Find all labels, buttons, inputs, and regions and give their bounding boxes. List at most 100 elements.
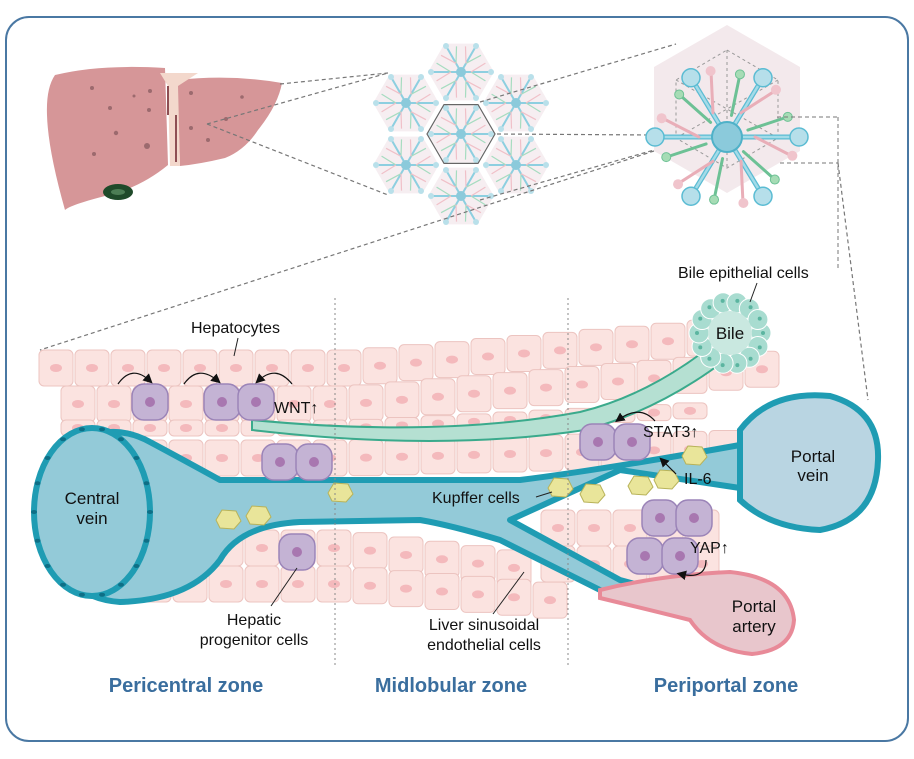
portal-vein xyxy=(737,392,882,534)
hepatocyte-nucleus xyxy=(648,408,660,417)
mini-portal-node xyxy=(443,43,449,50)
mini-portal-node xyxy=(473,94,479,101)
mini-portal-node xyxy=(433,162,439,168)
mini-portal-node xyxy=(488,69,494,75)
mini-artery-branch xyxy=(470,186,486,197)
zone-title-midlobular: Midlobular zone xyxy=(375,675,527,697)
mini-bile-branch xyxy=(464,204,467,222)
mini-bile-branch xyxy=(440,142,457,152)
mini-artery-branch xyxy=(415,155,431,166)
bile-epithelial-nucleus xyxy=(735,298,740,303)
endothelial-nucleus xyxy=(133,456,140,461)
mini-bile-branch xyxy=(381,93,397,104)
mini-portal-node xyxy=(498,74,504,81)
mini-central-vein xyxy=(511,160,521,170)
mini-artery-branch xyxy=(491,102,507,113)
label-hepatic-progenitor-1: Hepatic xyxy=(227,612,281,629)
label-lsec-2: endothelial cells xyxy=(427,637,541,654)
mini-artery-branch xyxy=(470,62,486,73)
mini-bile-branch xyxy=(519,111,522,129)
zoom-lines-1 xyxy=(206,72,389,196)
il6-arrow xyxy=(659,457,677,475)
mini-bile-branch xyxy=(436,124,452,135)
mini-central-vein xyxy=(456,129,466,139)
stat3-arrow xyxy=(615,411,656,423)
mini-artery-branch xyxy=(410,173,427,183)
mini-portal-node xyxy=(428,131,434,137)
mini-bile-branch xyxy=(470,133,486,144)
mini-bile-branch xyxy=(455,108,458,126)
progenitor-nucleus xyxy=(593,437,603,447)
hepatocyte-nucleus xyxy=(648,374,660,383)
mini-portal-node xyxy=(488,131,494,137)
mini-bile-branch xyxy=(455,46,458,64)
mini-bile-branch xyxy=(510,77,513,95)
label-bile-epithelial: Bile epithelial cells xyxy=(678,265,809,282)
hepatocyte-nucleus xyxy=(504,449,516,458)
mini-artery-branch xyxy=(436,133,452,144)
hepatocyte-nucleus xyxy=(256,544,268,552)
progenitor-nucleus xyxy=(655,513,665,523)
liver-ligament xyxy=(160,73,198,166)
hepatocyte-nucleus xyxy=(518,349,530,358)
kupffer-cell xyxy=(547,477,574,498)
mini-bile-branch xyxy=(385,111,402,121)
hepatic-artery-branch xyxy=(753,135,792,157)
hepatocyte-nucleus xyxy=(756,365,768,374)
mini-portal-node xyxy=(498,125,504,132)
mini-portal-node xyxy=(473,105,479,112)
mini-portal-node xyxy=(428,193,434,199)
mini-bile-branch xyxy=(470,195,486,206)
bile-duct-branch xyxy=(679,94,713,124)
label-wnt: WNT↑ xyxy=(274,400,318,417)
mini-artery-branch xyxy=(519,139,522,157)
mini-portal-node xyxy=(443,218,449,225)
portal-triad-artery xyxy=(656,113,667,124)
hepatocyte-nucleus xyxy=(590,343,602,352)
bile-epithelial-nucleus xyxy=(761,331,765,335)
tissue-section: Bile xyxy=(31,292,882,657)
progenitor-nucleus xyxy=(217,397,227,407)
mini-portal-node xyxy=(388,74,394,81)
hepatocyte-nucleus xyxy=(662,337,674,346)
hepatocyte-nucleus xyxy=(180,424,192,432)
hepatocyte-nucleus xyxy=(436,587,448,596)
bile-epithelial-nucleus xyxy=(748,305,753,310)
hepatocyte-nucleus xyxy=(552,524,564,532)
mini-portal-node xyxy=(473,43,479,50)
mini-portal-node xyxy=(543,100,549,106)
hepatocyte-nucleus xyxy=(50,364,62,372)
hepatocyte-nucleus xyxy=(468,389,480,398)
hepatocyte-nucleus xyxy=(72,400,84,408)
mini-artery-branch xyxy=(400,173,403,191)
mini-bile-branch xyxy=(510,139,513,157)
progenitor-nucleus xyxy=(145,397,155,407)
portal-triad-bile-duct xyxy=(661,152,672,163)
portal-triad-vein xyxy=(645,127,665,147)
mini-portal-node xyxy=(373,100,379,106)
kupffer-cell xyxy=(653,469,680,490)
mini-bile-branch xyxy=(410,147,427,157)
portal-triad-vein xyxy=(681,68,701,88)
hepatocyte-nucleus xyxy=(508,593,520,602)
mini-artery-branch xyxy=(455,80,458,98)
hepatocyte-nucleus xyxy=(436,555,448,564)
hepatocyte-nucleus xyxy=(288,400,300,408)
hepatocyte-nucleus xyxy=(328,580,340,588)
liver-right-lobe xyxy=(46,66,168,210)
mini-portal-node xyxy=(488,193,494,199)
mini-artery-branch xyxy=(436,71,452,82)
mini-bile-branch xyxy=(465,178,482,188)
portal-triad-artery xyxy=(705,66,716,77)
hepatic-artery-branch xyxy=(709,71,715,115)
portal-triad-vein xyxy=(789,127,809,147)
zone-title-periportal: Periportal zone xyxy=(654,675,798,697)
mini-artery-branch xyxy=(385,147,402,157)
hepatocyte-nucleus xyxy=(576,380,588,389)
hepatocyte-nucleus xyxy=(324,400,336,408)
kupffer-cell xyxy=(245,505,272,526)
progenitor-nucleus xyxy=(251,397,261,407)
mini-bile-branch xyxy=(495,111,512,121)
mini-central-vein xyxy=(401,160,411,170)
mini-artery-branch xyxy=(491,164,507,175)
